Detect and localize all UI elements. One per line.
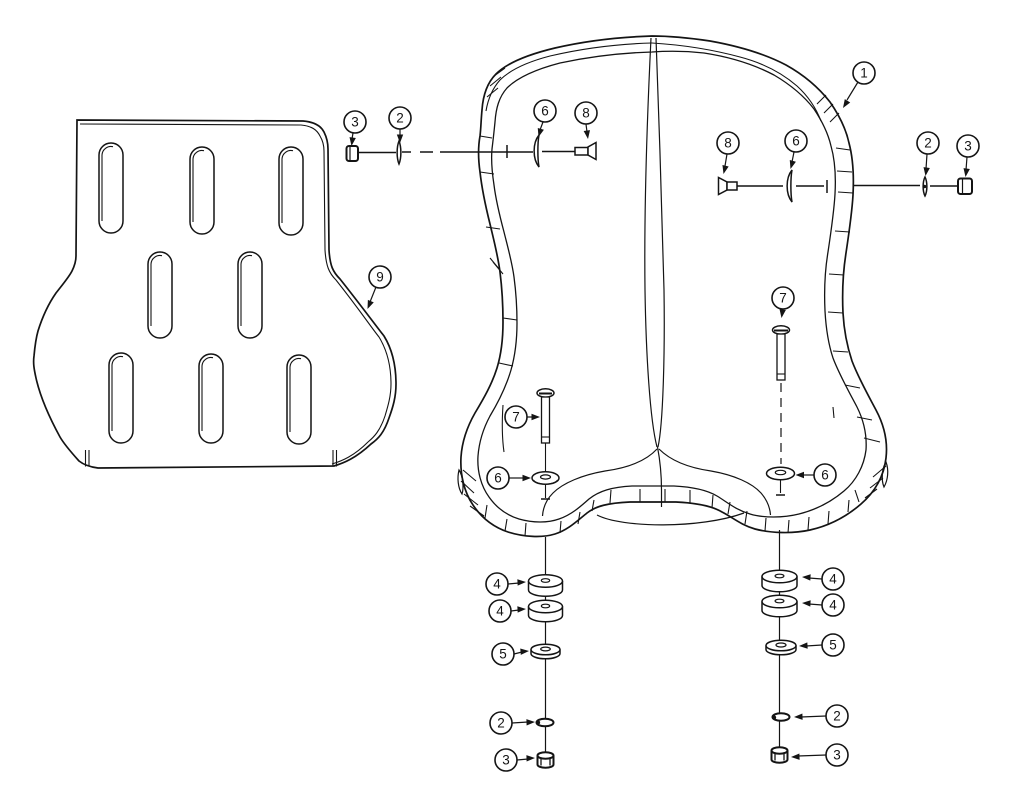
curved-washer-part — [533, 134, 540, 168]
callout-2-right-stack: 2 — [794, 704, 849, 728]
balloon-label: 6 — [792, 134, 800, 149]
callout-3-plate: 3 — [343, 110, 367, 146]
flat-washer-part — [530, 643, 561, 660]
callout-8-upper-right: 8 — [716, 131, 740, 174]
callout-4-right-top: 4 — [802, 567, 845, 591]
callout-1-shell: 1 — [843, 61, 876, 108]
balloon-label: 8 — [724, 136, 732, 151]
shell-rim-hatching — [460, 67, 887, 537]
callout-6-lower-left: 6 — [486, 466, 531, 490]
dished-washer-part — [765, 466, 796, 481]
balloon-label: 2 — [396, 111, 404, 126]
balloon-label: 5 — [829, 638, 837, 653]
balloon-label: 4 — [496, 604, 504, 619]
balloon-label: 5 — [499, 647, 507, 662]
nut-part — [957, 177, 973, 195]
spacer-part — [527, 573, 564, 598]
lock-washer-part — [535, 717, 555, 728]
callout-4-left-bottom: 4 — [488, 599, 526, 623]
balloon-label: 1 — [860, 66, 868, 81]
flat-washer-part — [765, 639, 797, 656]
fastener-stack-left — [527, 537, 564, 769]
lock-washer-part — [396, 139, 402, 166]
balloon-label: 3 — [833, 748, 841, 763]
balloon-label: 8 — [582, 106, 590, 121]
hardware-axis-upper-right — [717, 169, 973, 203]
fastener-stack-right — [761, 530, 798, 764]
callout-7-lower-left: 7 — [504, 405, 540, 429]
nut-part — [536, 751, 555, 769]
balloon-label: 3 — [964, 139, 972, 154]
lock-washer-part — [771, 712, 791, 722]
balloon-label: 3 — [351, 115, 359, 130]
spacer-part — [527, 599, 564, 623]
curved-washer-part — [786, 169, 793, 203]
balloon-label: 6 — [494, 471, 502, 486]
spacer-part — [761, 569, 798, 593]
callout-6-upper-left: 6 — [533, 99, 557, 137]
spacer-part — [761, 594, 798, 618]
balloon-label: 2 — [497, 716, 505, 731]
balloon-label: 4 — [829, 598, 837, 613]
balloon-label: 4 — [493, 577, 501, 592]
balloon-label: 4 — [829, 572, 837, 587]
callout-2-right: 2 — [916, 131, 940, 176]
balloon-label: 6 — [821, 468, 829, 483]
callout-3-left-stack: 3 — [494, 748, 535, 772]
callout-6-lower-right: 6 — [795, 463, 837, 487]
callout-3-right: 3 — [956, 134, 980, 177]
callout-5-right: 5 — [799, 633, 845, 657]
callout-8-upper-left: 8 — [574, 101, 598, 139]
callout-2-left-stack: 2 — [489, 711, 535, 735]
balloon-label: 2 — [833, 709, 841, 724]
balloon-label: 3 — [502, 753, 510, 768]
bolt-lower-right — [765, 325, 796, 496]
balloon-label: 2 — [924, 136, 932, 151]
callout-4-left-top: 4 — [485, 572, 526, 596]
hardware-axis-upper-left — [345, 134, 597, 168]
callout-4-right-bottom: 4 — [802, 593, 845, 617]
balloon-label: 7 — [779, 291, 787, 306]
balloon-label: 6 — [541, 104, 549, 119]
callout-5-left: 5 — [491, 642, 529, 666]
callout-7-lower-right: 7 — [771, 286, 795, 318]
seat-shell-part — [457, 35, 889, 538]
callout-6-upper-right: 6 — [784, 129, 808, 169]
lock-washer-part — [922, 175, 928, 198]
bolt-lower-left — [531, 388, 560, 500]
balloon-label: 9 — [376, 270, 384, 285]
plate-slots — [98, 142, 312, 445]
callout-3-right-stack: 3 — [791, 743, 849, 767]
callout-2-plate: 2 — [388, 106, 412, 143]
callout-9-plate: 9 — [367, 265, 392, 309]
nut-part — [345, 145, 359, 162]
flat-head-screw-part — [574, 141, 597, 161]
balloon-label: 7 — [512, 410, 520, 425]
nut-part — [770, 746, 789, 764]
dished-washer-part — [531, 471, 560, 485]
flat-head-screw-part — [717, 176, 738, 196]
back-plate-part — [32, 119, 397, 469]
